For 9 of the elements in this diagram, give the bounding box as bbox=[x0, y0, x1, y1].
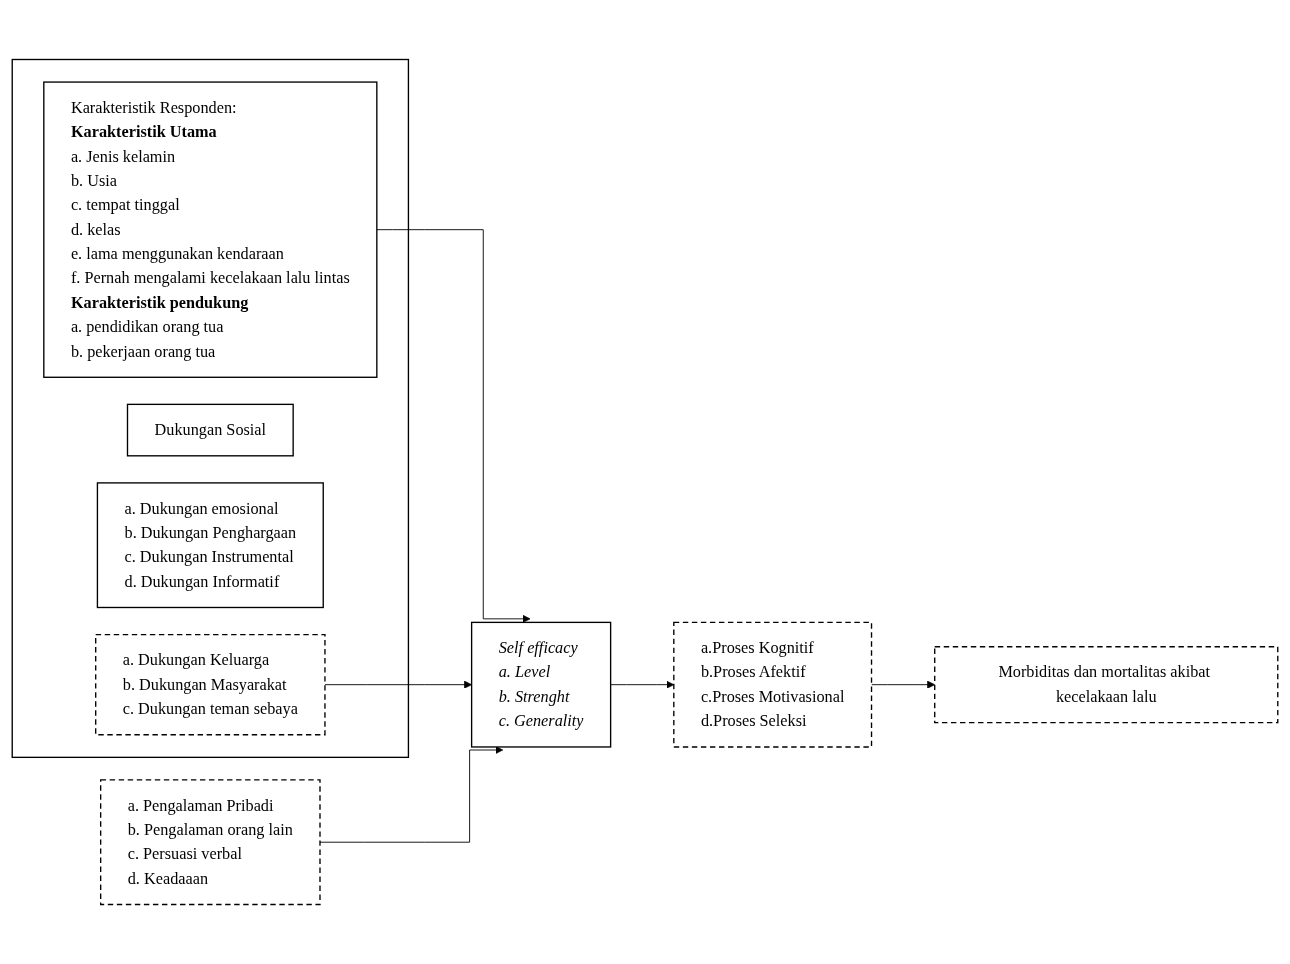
node-box: a. Pengalaman Pribadi b. Pengalaman orang lain c. Persuasi verbal d. Keadaaan bbox=[100, 779, 321, 906]
node-box: a.Proses Kognitif b.Proses Afektif c.Proses Motivasional d.Proses Seleksi bbox=[673, 621, 873, 748]
node-box: a. Dukungan emosional b. Dukungan Penghargaan c. Dukungan Instrumental d. Dukungan Informatif bbox=[96, 482, 324, 609]
node-box: Karakteristik Responden: Karakteristik Utama a. Jenis kelamin b. Usia c. tempat tinggal d. kelas e. lama menggunakan kendaraan f. Pernah mengalami kecelakaan lalu lintas Karakteristik pendukung a. pendidikan orang tua b. pekerjaan orang tua bbox=[43, 81, 378, 378]
node-box: Self efficacy a. Level b. Strenght c. Generality bbox=[470, 621, 612, 748]
node-box: a. Dukungan Keluarga b. Dukungan Masyarakat c. Dukungan teman sebaya bbox=[95, 633, 326, 736]
node-box: Dukungan Sosial bbox=[126, 403, 294, 457]
node-box: Morbiditas dan mortalitas akibat kecelakaan lalu bbox=[934, 646, 1279, 724]
cluster bbox=[11, 58, 410, 759]
